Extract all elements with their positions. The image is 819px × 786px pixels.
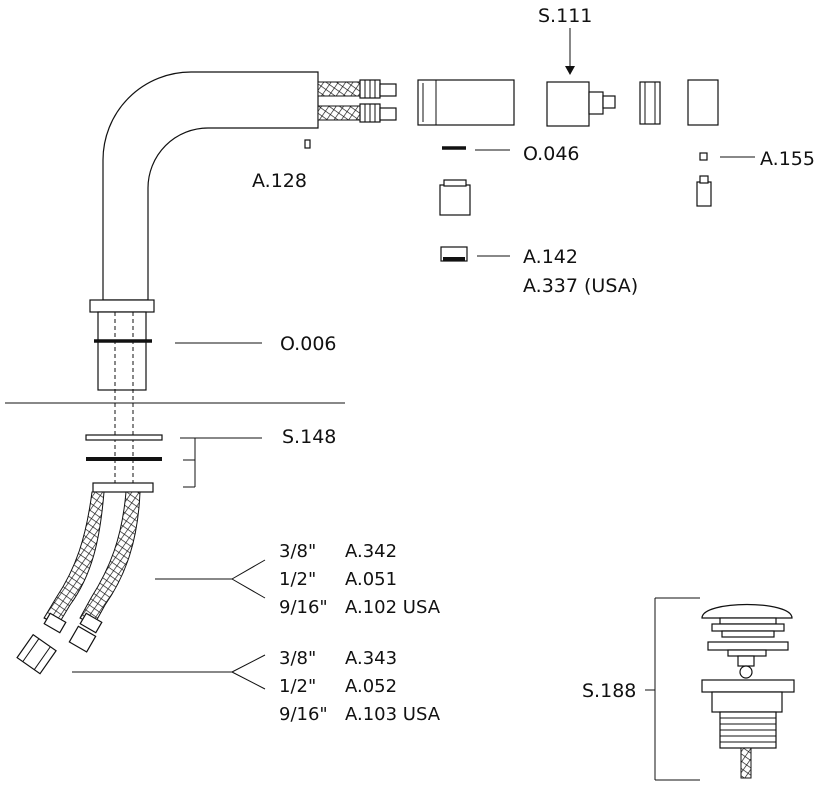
hose-size: 3/8" <box>279 648 316 669</box>
label-s111: S.111 <box>538 5 592 27</box>
a128-pin <box>304 139 311 149</box>
hose-code: A.052 <box>345 676 397 697</box>
flex-hoses <box>16 491 141 675</box>
hose-code: A.103 USA <box>345 704 441 725</box>
s148-washer-2 <box>86 457 162 461</box>
cap-part <box>687 79 719 126</box>
a142-aerator <box>440 246 468 262</box>
label-a337: A.337 (USA) <box>523 275 638 297</box>
hose-size: 3/8" <box>279 541 316 562</box>
label-o006: O.006 <box>280 333 337 355</box>
hose-size: 1/2" <box>279 569 316 590</box>
pop-up-drain <box>701 603 795 779</box>
s148-lock-nut <box>92 482 154 493</box>
label-s148: S.148 <box>282 426 336 448</box>
label-a128: A.128 <box>252 170 307 192</box>
bracket-s148 <box>180 437 262 488</box>
hose-code: A.342 <box>345 541 397 562</box>
hose-lower-specs: 3/8" A.343 1/2" A.052 9/16" A.103 USA <box>279 648 441 725</box>
hose-size: 9/16" <box>279 704 328 725</box>
hose-size: 1/2" <box>279 676 316 697</box>
label-o046: O.046 <box>523 143 580 165</box>
base-flange <box>89 299 155 313</box>
shank <box>97 311 147 391</box>
s148-washer-1 <box>85 434 163 441</box>
spout-inlet-tails <box>317 79 397 123</box>
hose-upper-specs: 3/8" A.342 1/2" A.051 9/16" A.102 USA <box>279 541 441 618</box>
hose-size: 9/16" <box>279 597 328 618</box>
label-a142: A.142 <box>523 246 578 268</box>
label-s188: S.188 <box>582 680 636 702</box>
grub-screw <box>696 175 712 207</box>
hose-code: A.343 <box>345 648 397 669</box>
label-a155: A.155 <box>760 148 815 170</box>
s188-bracket <box>645 597 700 781</box>
leader-hose-lower <box>72 654 266 690</box>
spout-body <box>102 71 319 301</box>
a155-part <box>699 152 708 161</box>
aerator-housing <box>439 179 471 216</box>
cartridge-s111 <box>546 81 616 127</box>
hose-code: A.051 <box>345 569 397 590</box>
leader-hose-upper <box>155 559 266 599</box>
arrow-s111 <box>565 66 575 75</box>
hose-code: A.102 USA <box>345 597 441 618</box>
nut-part <box>639 81 661 125</box>
sleeve-part <box>417 79 515 126</box>
